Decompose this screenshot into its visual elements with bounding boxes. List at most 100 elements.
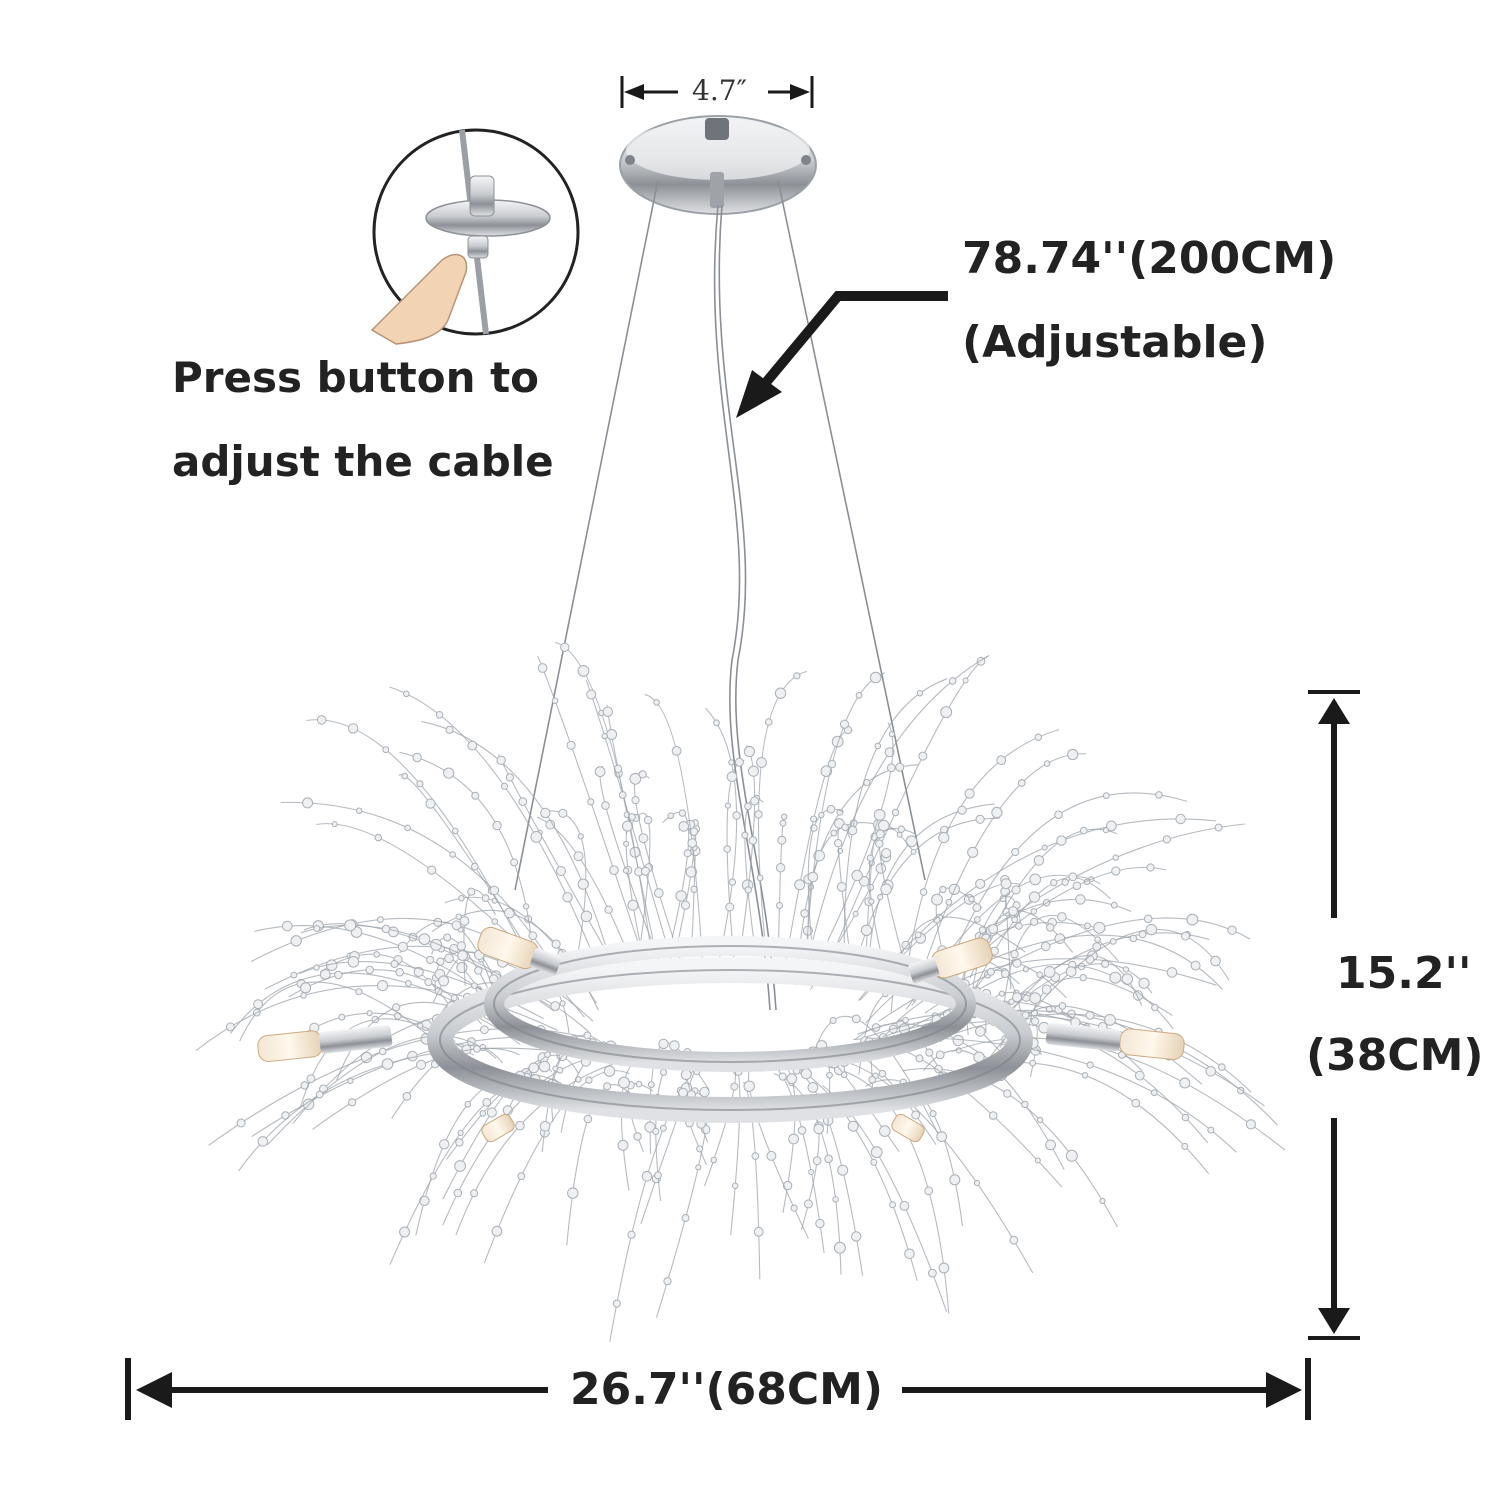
crystal-bead (710, 1156, 718, 1164)
crystal-bead (638, 833, 649, 844)
crystal-bead (889, 1201, 897, 1209)
crystal-bead (453, 1188, 463, 1198)
crystal-bead (313, 964, 320, 971)
crystal-strand (805, 672, 885, 951)
crystal-bead (652, 1127, 660, 1136)
crystal-strand (804, 654, 990, 978)
crystal-bead (911, 1110, 921, 1120)
crystal-bead (873, 809, 886, 821)
crystal-bead (748, 836, 758, 845)
crystal-strand (857, 818, 1217, 1001)
crystal-bead (445, 725, 454, 734)
crystal-bead (537, 663, 548, 673)
crystal-strand (902, 1068, 1118, 1228)
crystal-bead (1227, 925, 1237, 935)
crystal-bead (786, 1073, 798, 1085)
crystal-bead (680, 900, 691, 910)
crystal-bead (551, 697, 559, 705)
crystal-bead (776, 902, 783, 909)
crystal-bead (1093, 921, 1106, 934)
crystal-strand (421, 720, 615, 976)
crystal-bead (915, 1054, 924, 1063)
crystal-bead (807, 1082, 819, 1093)
crystal-strand (399, 751, 534, 958)
crystal-bead (539, 1121, 551, 1132)
crystal-bead (435, 711, 444, 719)
crystal-strand (1024, 928, 1230, 1021)
crystal-bead (455, 913, 462, 920)
crystal-strand (908, 729, 1060, 958)
crystal-bead (438, 975, 450, 987)
crystal-bead (878, 1069, 887, 1078)
crystal-bead (1015, 922, 1023, 930)
crystal-bead (972, 903, 982, 912)
crystal-bead (836, 882, 847, 892)
crystal-bead (847, 1120, 859, 1132)
crystal-bead (443, 933, 452, 942)
width-dimension (125, 1358, 1311, 1420)
crystal-bead (467, 740, 478, 751)
crystal-bead (687, 838, 698, 848)
crystal-bead (938, 1262, 950, 1274)
crystal-bead (627, 1230, 636, 1239)
crystal-bead (1022, 966, 1030, 973)
crystal-bead (1145, 923, 1158, 936)
crystal-bead (1034, 733, 1043, 741)
crystal-bead (1155, 791, 1163, 799)
crystal-bead (678, 809, 687, 817)
crystal-bead (1021, 1100, 1029, 1109)
crystal-bead (696, 1145, 704, 1153)
crystal-bead (1029, 873, 1042, 886)
crystal-bead (390, 960, 399, 968)
crystal-bead (523, 903, 530, 910)
crystal-bead (851, 869, 863, 882)
crystal-bead (374, 833, 382, 842)
crystal-bead (774, 687, 787, 699)
crystal-bead (403, 690, 410, 698)
crystal-strand (942, 792, 1188, 982)
crystal-bead (991, 806, 1003, 819)
crystal-bead (939, 885, 947, 894)
crystal-bead (899, 1201, 910, 1211)
crystal-bead (781, 813, 788, 820)
crystal-bead (1017, 779, 1026, 787)
crystal-bead (1029, 1059, 1037, 1067)
crystal-bead (560, 642, 570, 652)
crystal-bead (538, 1060, 551, 1073)
crystal-bead (1030, 1017, 1040, 1026)
crystal-bead (486, 1107, 497, 1118)
crystal-bead (713, 719, 720, 727)
crystal-bead (577, 833, 584, 840)
crystal-bead (356, 807, 363, 814)
crystal-bead (973, 916, 981, 923)
crystal-bead (606, 729, 618, 740)
crystal-bead (1179, 1077, 1191, 1089)
crystal-bead (827, 759, 837, 769)
crystal-bead (638, 770, 647, 779)
crystal-strand (537, 655, 642, 951)
crystal-bead (412, 752, 422, 763)
crystal-bead (1056, 835, 1067, 846)
crystal-bead (669, 1040, 680, 1051)
crystal-bead (1175, 813, 1186, 825)
crystal-bead (685, 866, 697, 878)
cable-length-arrow (736, 291, 948, 418)
crystal-bead (875, 839, 884, 848)
crystal-bead (868, 898, 875, 905)
crystal-bead (562, 892, 573, 903)
crystal-bead (837, 1164, 849, 1176)
width-label: 26.7''(68CM) (570, 1364, 884, 1415)
crystal-bead (731, 1182, 739, 1190)
crystal-bead (660, 1068, 667, 1076)
crystal-bead (988, 924, 999, 935)
crystal-strand (757, 670, 807, 954)
crystal-bead (515, 1120, 525, 1131)
crystal-bead (1079, 973, 1087, 982)
crystal-bead (1205, 1066, 1217, 1077)
crystal-bead (1190, 960, 1201, 971)
crystal-bead (683, 849, 692, 858)
crystal-bead (699, 1086, 710, 1098)
crystal-bead (647, 1081, 655, 1089)
crystal-bead (1008, 998, 1015, 1005)
